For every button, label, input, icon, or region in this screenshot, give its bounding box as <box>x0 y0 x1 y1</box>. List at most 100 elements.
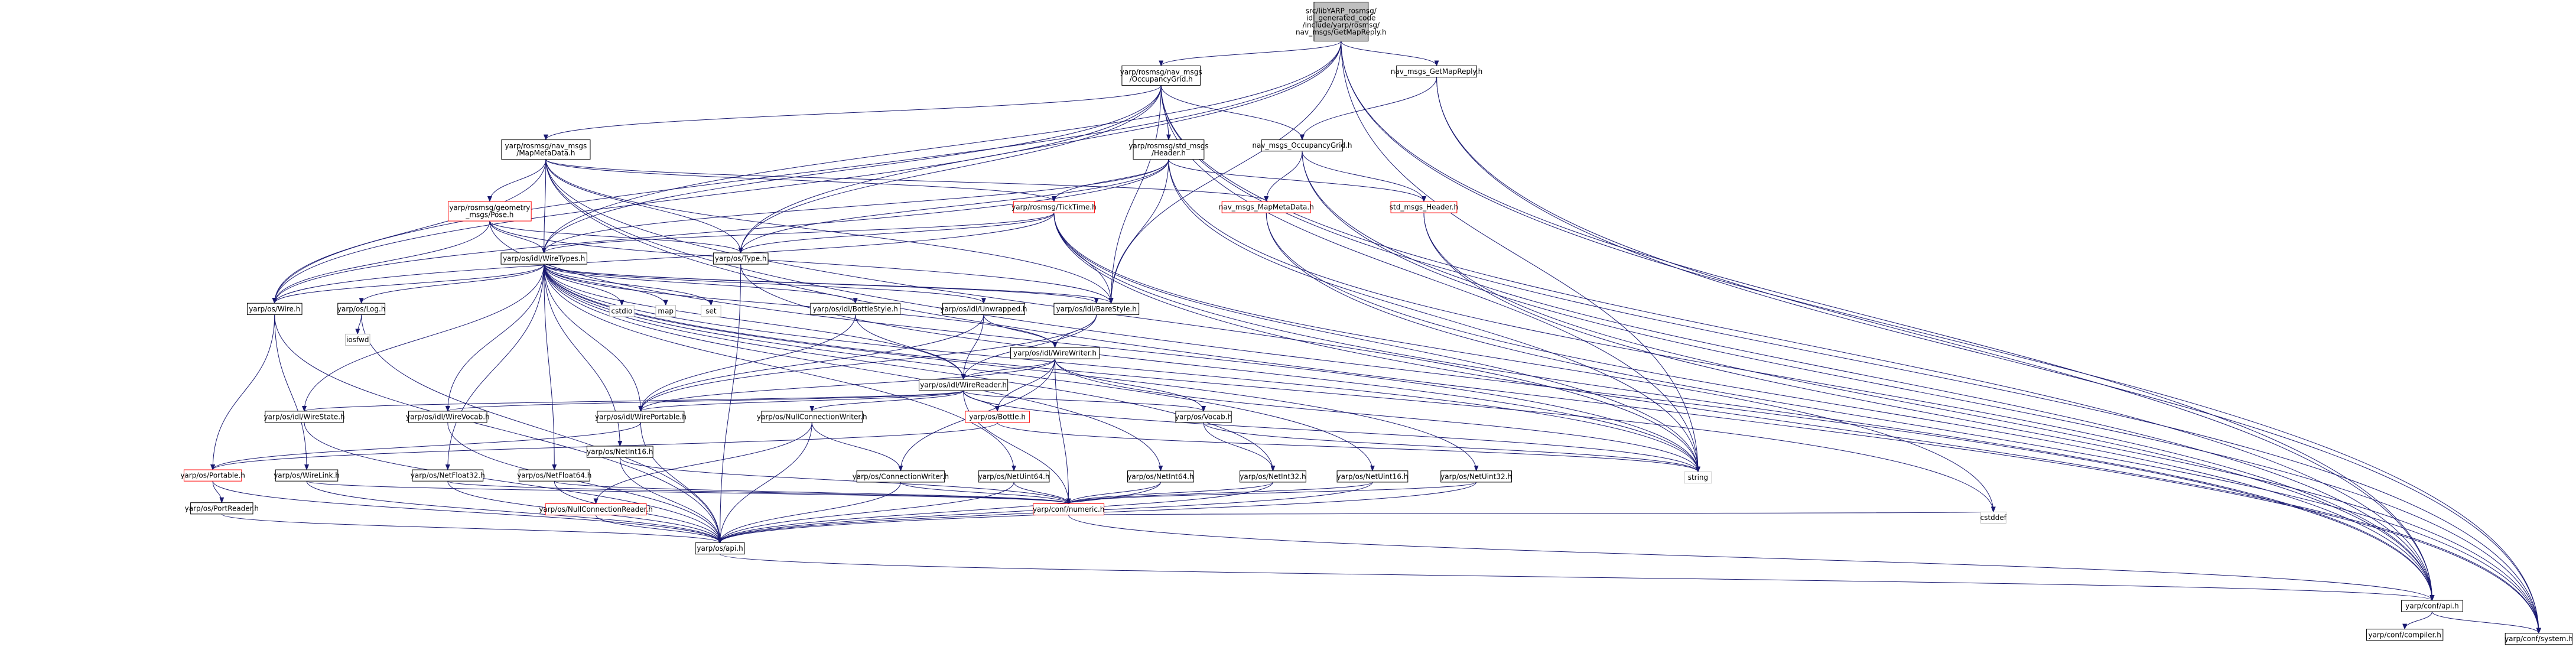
node-box <box>856 470 945 483</box>
node-navoccgrid[interactable]: nav_msgs_OccupancyGrid.h <box>1252 139 1352 152</box>
node-box <box>1336 470 1409 483</box>
include-edge <box>738 85 1162 254</box>
node-wireportable[interactable]: yarp/os/idl/WirePortable.h <box>595 411 687 423</box>
node-wirevocab[interactable]: yarp/os/idl/WireVocab.h <box>406 411 490 423</box>
node-system[interactable]: yarp/conf/system.h <box>2505 633 2573 645</box>
include-edge <box>961 314 1097 380</box>
include-edge <box>489 220 743 254</box>
include-edge <box>619 457 1071 505</box>
node-navgetmapreply[interactable]: nav_msgs_GetMapReply.h <box>1391 65 1483 77</box>
node-netint64[interactable]: yarp/os/NetInt64.h <box>1127 470 1194 483</box>
node-set: set <box>701 305 721 317</box>
node-navmapmeta[interactable]: nav_msgs_MapMetaData.h <box>1219 201 1314 213</box>
node-connwriter[interactable]: yarp/os/ConnectionWriter.h <box>853 470 949 483</box>
node-box <box>597 411 685 423</box>
node-label: iosfwd <box>346 336 369 344</box>
node-oslog[interactable]: yarp/os/Log.h <box>337 303 386 315</box>
include-edge <box>545 159 1114 304</box>
node-label: yarp/os/Portable.h <box>180 472 245 480</box>
include-edge <box>541 85 1162 254</box>
node-label: cstddef <box>1980 514 2007 522</box>
node-oswire[interactable]: yarp/os/Wire.h <box>246 303 303 315</box>
node-box <box>1390 201 1458 213</box>
node-netfloat32[interactable]: yarp/os/NetFloat32.h <box>411 469 485 482</box>
node-netint16[interactable]: yarp/os/NetInt16.h <box>586 446 653 458</box>
node-portreader[interactable]: yarp/os/PortReader.h <box>185 502 259 515</box>
node-wiretypes[interactable]: yarp/os/idl/WireTypes.h <box>500 252 587 265</box>
node-pose[interactable]: yarp/rosmsg/geometry_msgs/Pose.h <box>448 201 532 222</box>
include-edge <box>619 457 723 544</box>
node-label: cstdio <box>612 307 633 315</box>
node-label: yarp/rosmsg/nav_msgs <box>505 142 587 150</box>
include-edge <box>544 264 1700 473</box>
node-wirereader[interactable]: yarp/os/idl/WireReader.h <box>919 379 1009 391</box>
node-portable[interactable]: yarp/os/Portable.h <box>180 469 245 482</box>
node-stdmsgsheader[interactable]: std_msgs_Header.h <box>1390 201 1458 213</box>
node-occgrid[interactable]: yarp/rosmsg/nav_msgs/OccupancyGrid.h <box>1120 65 1202 86</box>
node-vocab[interactable]: yarp/os/Vocab.h <box>1175 411 1232 423</box>
include-edge <box>447 480 1071 505</box>
node-numeric[interactable]: yarp/conf/numeric.h <box>1033 503 1104 516</box>
include-edge <box>545 159 743 254</box>
node-box <box>761 411 863 423</box>
include-edge <box>997 422 1700 473</box>
include-edge <box>1160 85 1305 141</box>
node-label: yarp/os/WireLink.h <box>274 472 340 480</box>
node-label: /include/yarp/rosmsg/ <box>1303 21 1380 30</box>
include-edge <box>1068 511 1994 518</box>
include-edge <box>306 480 1071 505</box>
node-box <box>1240 470 1306 483</box>
node-wirelink[interactable]: yarp/os/WireLink.h <box>274 469 340 482</box>
include-edge <box>544 264 557 471</box>
node-box <box>345 333 370 346</box>
node-bottle[interactable]: yarp/os/Bottle.h <box>965 411 1030 423</box>
include-edge <box>1203 422 1700 473</box>
node-netfloat64[interactable]: yarp/os/NetFloat64.h <box>517 469 591 482</box>
node-unwrapped[interactable]: yarp/os/idl/Unwrapped.h <box>940 303 1027 315</box>
node-netint32[interactable]: yarp/os/NetInt32.h <box>1240 470 1306 483</box>
node-nullconnreader[interactable]: yarp/os/NullConnectionReader.h <box>539 503 653 516</box>
include-edge <box>855 314 966 380</box>
node-netuint32[interactable]: yarp/os/NetUint32.h <box>1440 470 1512 483</box>
include-edge <box>272 264 545 304</box>
node-label: yarp/os/api.h <box>697 544 743 552</box>
node-label: yarp/os/NetUint32.h <box>1440 472 1512 480</box>
node-label: yarp/os/PortReader.h <box>185 504 259 512</box>
node-nullconnwriter[interactable]: yarp/os/NullConnectionWriter.h <box>757 411 867 423</box>
node-stdheader[interactable]: yarp/rosmsg/std_msgs/Header.h <box>1128 139 1209 160</box>
node-mapmetadata[interactable]: yarp/rosmsg/nav_msgs/MapMetaData.h <box>501 139 591 160</box>
graph-nodes: src/libYARP_rosmsg/idl_generated_code/in… <box>180 1 2573 645</box>
node-box <box>500 252 587 265</box>
include-edge <box>272 213 1055 304</box>
node-label: std_msgs_Header.h <box>1390 203 1458 212</box>
node-netuint64[interactable]: yarp/os/NetUint64.h <box>978 470 1050 483</box>
node-wirestate[interactable]: yarp/os/idl/WireState.h <box>264 411 345 423</box>
node-osapi[interactable]: yarp/os/api.h <box>695 542 745 555</box>
include-edge <box>1055 359 1700 473</box>
node-wirewriter[interactable]: yarp/os/idl/WireWriter.h <box>1010 347 1100 359</box>
node-confapi[interactable]: yarp/conf/api.h <box>2401 600 2463 612</box>
include-edge <box>1160 85 1700 473</box>
node-cstddef: cstddef <box>1980 511 2007 524</box>
node-ostype[interactable]: yarp/os/Type.h <box>713 252 769 265</box>
node-box <box>1221 201 1311 213</box>
node-box <box>586 446 653 458</box>
node-bottlestyle[interactable]: yarp/os/idl/BottleStyle.h <box>810 303 901 315</box>
include-edge <box>1168 159 1426 202</box>
include-edge <box>1053 213 1114 304</box>
node-label: yarp/os/NetFloat64.h <box>517 472 591 480</box>
include-edge <box>210 314 275 471</box>
include-edge <box>963 390 1206 412</box>
node-label: yarp/os/NetInt16.h <box>587 448 653 456</box>
node-barestyle[interactable]: yarp/os/idl/BareStyle.h <box>1053 303 1140 315</box>
include-edge <box>272 221 490 304</box>
node-box <box>246 303 303 315</box>
node-map: map <box>655 305 676 317</box>
node-ticktime[interactable]: yarp/rosmsg/TickTime.h <box>1011 201 1097 213</box>
node-root[interactable]: src/libYARP_rosmsg/idl_generated_code/in… <box>1296 1 1387 42</box>
node-label: yarp/os/NetUint16.h <box>1337 472 1409 480</box>
node-label: nav_msgs_OccupancyGrid.h <box>1252 141 1352 150</box>
node-netuint16[interactable]: yarp/os/NetUint16.h <box>1336 470 1409 483</box>
node-compiler[interactable]: yarp/conf/compiler.h <box>2366 629 2444 641</box>
include-edge <box>544 264 1099 304</box>
